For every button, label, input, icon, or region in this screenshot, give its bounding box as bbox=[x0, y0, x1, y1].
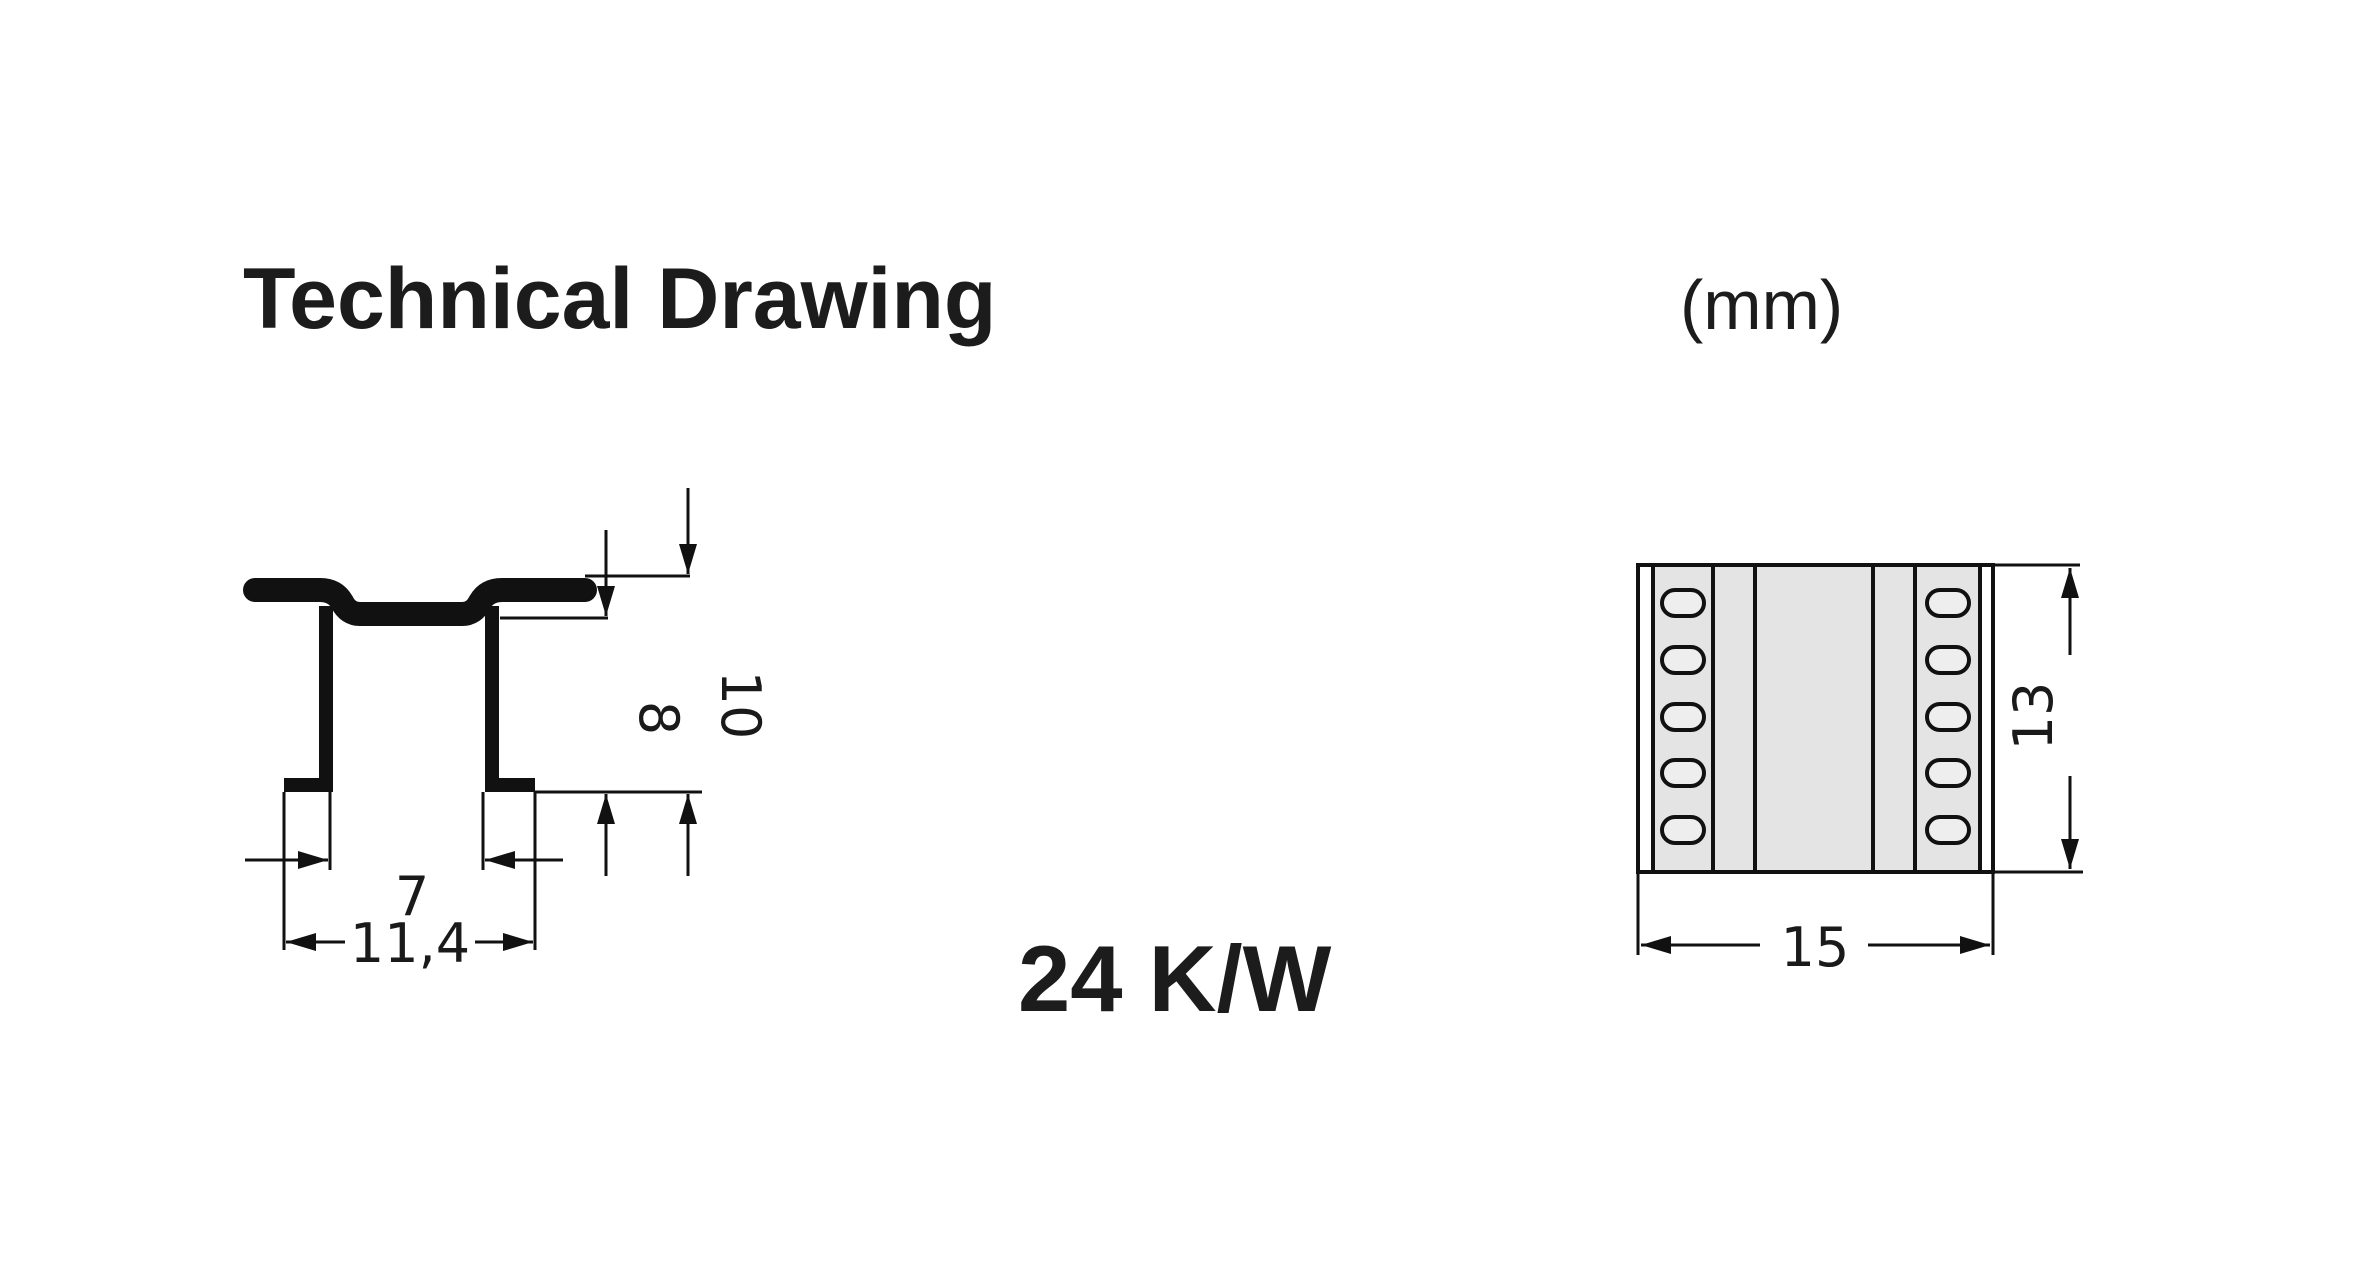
right-leg bbox=[485, 606, 535, 792]
profile-view: 7 11,4 8 10 bbox=[243, 488, 772, 975]
page-title: Technical Drawing bbox=[243, 251, 997, 347]
heatsink-profile bbox=[243, 578, 597, 626]
left-leg bbox=[284, 606, 333, 792]
dimension-lines bbox=[245, 488, 702, 951]
dim-outer-width: 11,4 bbox=[350, 912, 470, 975]
unit-label: (mm) bbox=[1680, 266, 1844, 344]
thermal-resistance-label: 24 K/W bbox=[1018, 926, 1332, 1031]
dim-height: 13 bbox=[2002, 682, 2065, 751]
slots bbox=[1660, 588, 1971, 845]
dim-inner-width: 7 bbox=[395, 865, 429, 928]
dim-height-outer: 10 bbox=[709, 671, 772, 740]
top-view: 15 13 bbox=[1636, 563, 2083, 979]
dim-height-inner: 8 bbox=[627, 701, 690, 735]
dim-width: 15 bbox=[1781, 916, 1850, 979]
